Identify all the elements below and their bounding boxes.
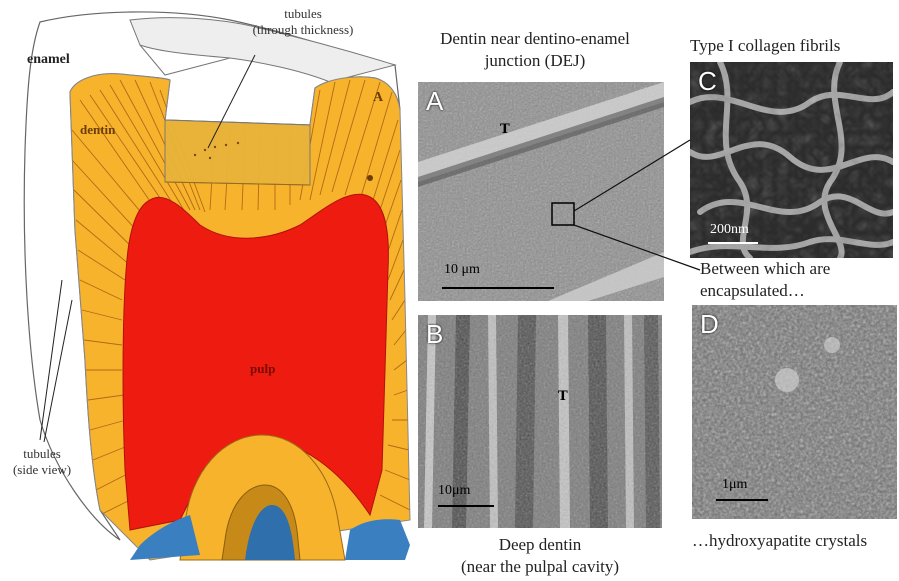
panel-d-letter: D (700, 309, 719, 340)
panel-d-scale-bar (716, 499, 768, 501)
panel-d-caption: Between which are encapsulated… (700, 258, 890, 302)
panel-d-bottom-caption: …hydroxyapatite crystals (692, 530, 897, 552)
panel-d-caption-line2: encapsulated… (700, 280, 890, 302)
panel-d-scale-text: 1μm (722, 477, 747, 493)
panel-d-caption-line1: Between which are (700, 258, 890, 280)
panel-d-micrograph: D 1μm (692, 305, 897, 519)
